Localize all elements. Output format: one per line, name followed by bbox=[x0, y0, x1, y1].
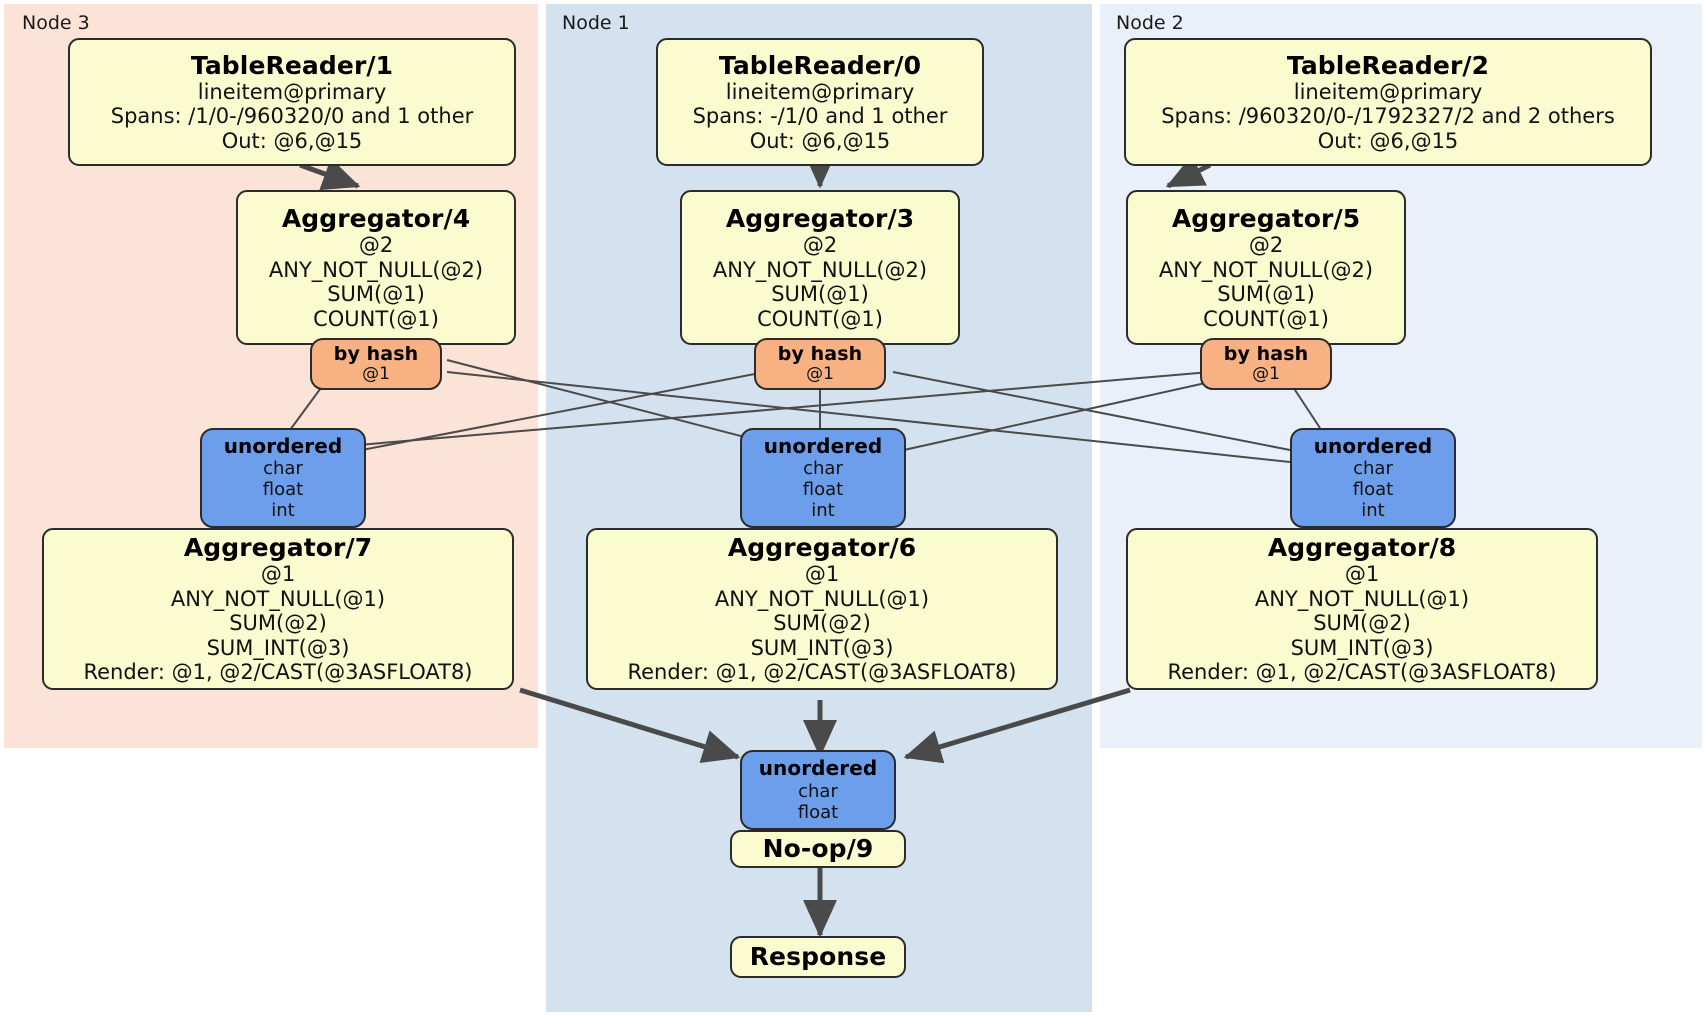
node-line: @2 bbox=[1248, 233, 1284, 257]
stream-line: float bbox=[802, 479, 844, 501]
node-title: TableReader/2 bbox=[1286, 50, 1490, 80]
stream-title: unordered bbox=[758, 756, 878, 781]
node-line: ANY_NOT_NULL(@1) bbox=[170, 586, 386, 611]
node-title: Aggregator/5 bbox=[1171, 203, 1361, 233]
node-line: SUM_INT(@3) bbox=[1290, 635, 1434, 660]
node-line: COUNT(@1) bbox=[1203, 306, 1329, 331]
node-aggregator-5[interactable]: Aggregator/5 @2 ANY_NOT_NULL(@2) SUM(@1)… bbox=[1126, 190, 1406, 345]
node-line: Out: @6,@15 bbox=[749, 128, 891, 153]
node-aggregator-8[interactable]: Aggregator/8 @1 ANY_NOT_NULL(@1) SUM(@2)… bbox=[1126, 528, 1598, 690]
node-line: lineitem@primary bbox=[1293, 79, 1483, 104]
node-table-reader-1[interactable]: TableReader/1 lineitem@primary Spans: /1… bbox=[68, 38, 516, 166]
router-by-hash-right[interactable]: by hash @1 bbox=[1200, 338, 1332, 390]
node-line: Spans: /1/0-/960320/0 and 1 other bbox=[110, 104, 474, 129]
node-line: @2 bbox=[358, 233, 394, 257]
stream-line: char bbox=[798, 780, 838, 802]
router-line: @1 bbox=[806, 364, 834, 385]
stream-title: unordered bbox=[1313, 433, 1433, 458]
node-line: SUM(@1) bbox=[1217, 282, 1315, 307]
node-line: Spans: /960320/0-/1792327/2 and 2 others bbox=[1161, 104, 1615, 129]
stream-line: int bbox=[271, 500, 295, 522]
node-table-reader-2[interactable]: TableReader/2 lineitem@primary Spans: /9… bbox=[1124, 38, 1652, 166]
node-line: SUM(@2) bbox=[229, 611, 327, 636]
node-line: @1 bbox=[1344, 562, 1380, 587]
node-line: Render: @1, @2/CAST(@3ASFLOAT8) bbox=[83, 660, 473, 685]
node-line: lineitem@primary bbox=[197, 79, 387, 104]
node-line: lineitem@primary bbox=[725, 79, 915, 104]
router-by-hash-left[interactable]: by hash @1 bbox=[310, 338, 442, 390]
node-line: @2 bbox=[802, 233, 838, 257]
node-line: Out: @6,@15 bbox=[1317, 128, 1459, 153]
node-title: Aggregator/6 bbox=[727, 532, 917, 562]
node-title: TableReader/0 bbox=[718, 50, 922, 80]
stream-unordered-right[interactable]: unordered char float int bbox=[1290, 428, 1456, 528]
node-aggregator-6[interactable]: Aggregator/6 @1 ANY_NOT_NULL(@1) SUM(@2)… bbox=[586, 528, 1058, 690]
stream-line: float bbox=[262, 479, 304, 501]
node-title: TableReader/1 bbox=[190, 50, 394, 80]
node-line: Render: @1, @2/CAST(@3ASFLOAT8) bbox=[627, 660, 1017, 685]
node-line: ANY_NOT_NULL(@1) bbox=[714, 586, 930, 611]
stream-unordered-left[interactable]: unordered char float int bbox=[200, 428, 366, 528]
node-aggregator-4[interactable]: Aggregator/4 @2 ANY_NOT_NULL(@2) SUM(@1)… bbox=[236, 190, 516, 345]
node-line: Out: @6,@15 bbox=[221, 128, 363, 153]
stream-line: float bbox=[1352, 479, 1394, 501]
node-line: COUNT(@1) bbox=[757, 306, 883, 331]
node-title: Aggregator/4 bbox=[281, 203, 471, 233]
node-line: SUM(@1) bbox=[771, 282, 869, 307]
node-line: Spans: -/1/0 and 1 other bbox=[692, 104, 948, 129]
node-line: SUM(@2) bbox=[1313, 611, 1411, 636]
router-by-hash-center[interactable]: by hash @1 bbox=[754, 338, 886, 390]
stream-title: unordered bbox=[223, 433, 343, 458]
node-table-reader-0[interactable]: TableReader/0 lineitem@primary Spans: -/… bbox=[656, 38, 984, 166]
node-title: Response bbox=[749, 942, 887, 972]
node-no-op-9[interactable]: No-op/9 bbox=[730, 830, 906, 868]
node-line: SUM_INT(@3) bbox=[206, 635, 350, 660]
node-line: SUM(@1) bbox=[327, 282, 425, 307]
stream-unordered-center[interactable]: unordered char float int bbox=[740, 428, 906, 528]
node-line: COUNT(@1) bbox=[313, 306, 439, 331]
router-title: by hash bbox=[1223, 342, 1309, 365]
stream-title: unordered bbox=[763, 433, 883, 458]
stream-line: float bbox=[797, 801, 839, 823]
node-line: @1 bbox=[804, 562, 840, 587]
node-line: SUM(@2) bbox=[773, 611, 871, 636]
router-line: @1 bbox=[362, 364, 390, 385]
stream-unordered-final[interactable]: unordered char float bbox=[740, 750, 896, 830]
node-line: ANY_NOT_NULL(@2) bbox=[268, 257, 484, 282]
node-line: @1 bbox=[260, 562, 296, 587]
node-line: Render: @1, @2/CAST(@3ASFLOAT8) bbox=[1167, 660, 1557, 685]
region-label-node-2: Node 2 bbox=[1116, 12, 1184, 34]
node-line: ANY_NOT_NULL(@2) bbox=[712, 257, 928, 282]
stream-line: char bbox=[803, 458, 843, 480]
node-line: ANY_NOT_NULL(@2) bbox=[1158, 257, 1374, 282]
stream-line: int bbox=[1361, 500, 1385, 522]
router-title: by hash bbox=[777, 342, 863, 365]
region-label-node-3: Node 3 bbox=[22, 12, 90, 34]
node-line: SUM_INT(@3) bbox=[750, 635, 894, 660]
router-line: @1 bbox=[1252, 364, 1280, 385]
node-title: Aggregator/7 bbox=[183, 532, 373, 562]
node-aggregator-7[interactable]: Aggregator/7 @1 ANY_NOT_NULL(@1) SUM(@2)… bbox=[42, 528, 514, 690]
node-title: Aggregator/3 bbox=[725, 203, 915, 233]
stream-line: char bbox=[1353, 458, 1393, 480]
region-label-node-1: Node 1 bbox=[562, 12, 630, 34]
stream-line: char bbox=[263, 458, 303, 480]
stream-line: int bbox=[811, 500, 835, 522]
node-line: ANY_NOT_NULL(@1) bbox=[1254, 586, 1470, 611]
node-aggregator-3[interactable]: Aggregator/3 @2 ANY_NOT_NULL(@2) SUM(@1)… bbox=[680, 190, 960, 345]
node-title: No-op/9 bbox=[762, 834, 874, 864]
node-title: Aggregator/8 bbox=[1267, 532, 1457, 562]
router-title: by hash bbox=[333, 342, 419, 365]
node-response[interactable]: Response bbox=[730, 936, 906, 978]
